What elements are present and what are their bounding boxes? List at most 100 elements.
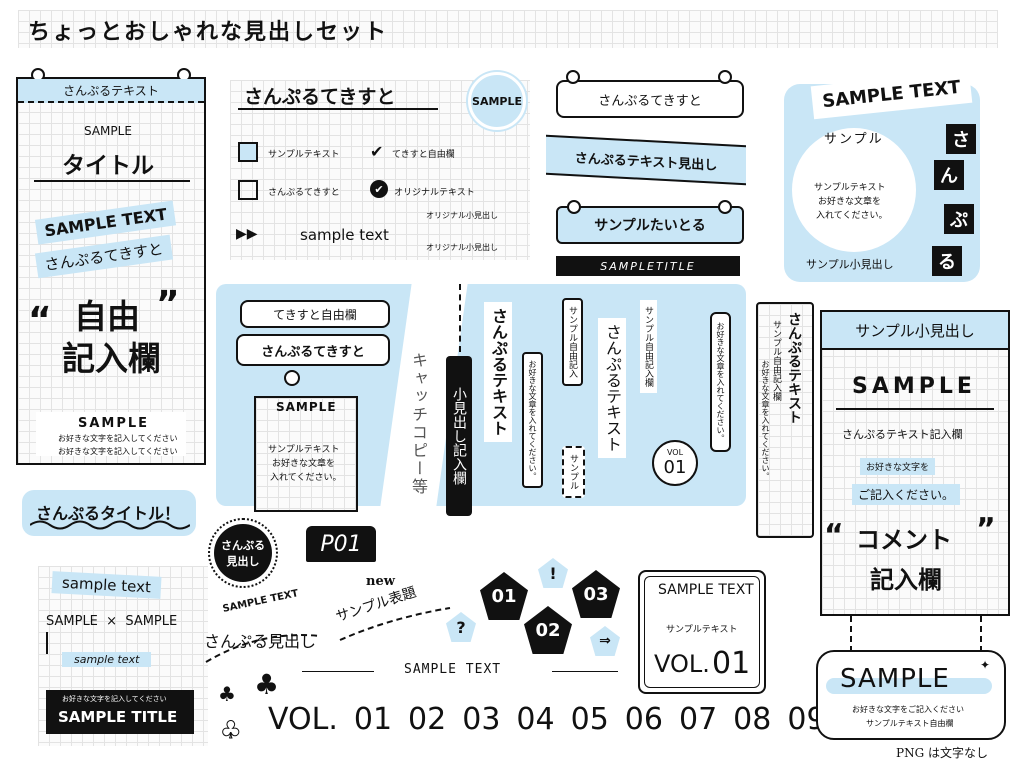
sign-string-1 bbox=[850, 616, 852, 652]
right-top-v-4: る bbox=[932, 246, 962, 276]
right-board-comment: コメント bbox=[856, 526, 952, 554]
right-board-tag-1: お好きな文字を bbox=[860, 458, 936, 475]
vol-row: VOL. 01 02 03 04 05 06 07 08 09 bbox=[268, 702, 826, 737]
check-item-3: さんぷるてきすと bbox=[268, 188, 340, 198]
new-label: new bbox=[366, 574, 395, 589]
v-text-2: さんぷるテキスト bbox=[598, 318, 626, 458]
check-panel-header-line bbox=[238, 108, 438, 110]
hanging-tag: 小見出し記入欄 bbox=[446, 356, 472, 516]
clover-icon-1: ♣ bbox=[218, 682, 236, 706]
left-card-footer bbox=[36, 412, 186, 456]
left-card-quote-close: ” bbox=[156, 284, 180, 325]
bottom-left-title-wave bbox=[30, 520, 190, 530]
excl-icon: ! bbox=[538, 558, 568, 588]
bottom-sample-italic: sample text bbox=[62, 652, 152, 667]
play-arrows-icon: ▶▶ bbox=[236, 226, 258, 242]
left-card-free-1: 自由 bbox=[74, 297, 140, 336]
vol-frame bbox=[638, 570, 766, 694]
vol-row-num-08: 08 bbox=[733, 702, 772, 737]
check-circle-icon: ✔ bbox=[370, 180, 388, 198]
arc-dashes bbox=[205, 607, 451, 663]
bubble-dot bbox=[284, 370, 300, 386]
sign-line-1: お好きな文字をご記入ください bbox=[852, 705, 964, 714]
clover-outline-icon: ♣ bbox=[220, 716, 242, 745]
footer-note: PNG は文字なし bbox=[896, 746, 988, 760]
memo-card bbox=[254, 396, 358, 512]
memo-line-3: 入れてください。 bbox=[270, 473, 342, 483]
ribbon-label: さんぷるテキスト見出し bbox=[546, 134, 746, 186]
right-board-sample: SAMPLE bbox=[852, 374, 976, 399]
left-card-title-line bbox=[34, 180, 190, 182]
check-panel-corner-2: オリジナル小見出し bbox=[426, 243, 498, 252]
circle-badge: さんぷる 見出し bbox=[208, 518, 278, 588]
right-top-circle-line-2: お好きな文章を bbox=[818, 197, 882, 207]
right-vertical-title: さんぷるテキスト bbox=[786, 312, 802, 424]
sign-title: SAMPLE bbox=[840, 664, 950, 694]
book-label: P01 bbox=[306, 526, 376, 562]
sign-line-2: サンプルテキスト自由欄 bbox=[866, 719, 954, 728]
vol-row-num-01: 01 bbox=[353, 702, 393, 737]
vol-frame-sub: サンプルテキスト bbox=[666, 625, 738, 635]
right-board-field: 記入欄 bbox=[870, 566, 942, 594]
center-text: SAMPLE TEXT bbox=[404, 662, 502, 677]
hanging-string bbox=[459, 284, 461, 352]
right-board-sub: さんぷるテキスト記入欄 bbox=[842, 428, 963, 441]
right-top-v-2: ん bbox=[934, 160, 964, 190]
vol-frame-vol: VOL. bbox=[654, 650, 710, 678]
vol-frame-title: SAMPLE TEXT bbox=[658, 582, 754, 598]
bottom-black-title: SAMPLE TITLE bbox=[58, 708, 178, 726]
page-title: ちょっとおしゃれな見出しセット bbox=[28, 20, 389, 45]
left-card-tab: さんぷるテキスト bbox=[18, 79, 204, 103]
check-panel-header: さんぷるてきすと bbox=[244, 86, 396, 108]
vol-row-num-07: 07 bbox=[678, 702, 718, 737]
check-item-1: サンプルテキスト bbox=[268, 150, 340, 160]
check-box-1 bbox=[238, 142, 258, 162]
title-strip bbox=[18, 10, 998, 48]
bubble-2: さんぷるてきすと bbox=[236, 334, 390, 366]
arc-label-big: さんぷる見出し bbox=[204, 632, 317, 651]
v-box-2: サンプル自由記入欄 bbox=[640, 300, 657, 393]
bottom-black-small: お好きな文字を記入してください bbox=[62, 695, 167, 703]
right-vertical-sub: サンプル自由記入欄 bbox=[771, 320, 781, 401]
check-box-2 bbox=[238, 180, 258, 200]
circle-badge-line-2: 見出し bbox=[226, 555, 260, 568]
v-dashed: サンプル bbox=[562, 446, 585, 498]
vol-row-num-05: 05 bbox=[570, 702, 609, 737]
right-top-v-3: ぷ bbox=[944, 204, 974, 234]
left-card-footer-sample: SAMPLE bbox=[78, 416, 150, 431]
vol-circle-num: 01 bbox=[663, 457, 687, 478]
right-top-sub-heading: サンプル小見出し bbox=[806, 258, 894, 271]
check-panel-sample-text: sample text bbox=[300, 226, 389, 244]
check-item-4: オリジナルテキスト bbox=[394, 188, 475, 198]
vol-row-num-03: 03 bbox=[462, 702, 501, 737]
vol-circle: VOL 01 bbox=[652, 440, 698, 486]
bottom-left-title-bg bbox=[22, 490, 196, 536]
bottom-black-box bbox=[46, 690, 194, 734]
vol-row-num-04: 04 bbox=[516, 702, 555, 737]
plate-ring-2 bbox=[718, 70, 732, 84]
memo-title: SAMPLE bbox=[276, 400, 337, 414]
bottom-pin bbox=[46, 632, 48, 654]
v-text-1: さんぷるテキスト bbox=[484, 302, 512, 442]
right-top-circle-line-3: 入れてください。 bbox=[816, 211, 888, 221]
check-panel-badge: SAMPLE bbox=[468, 72, 526, 130]
memo-line-1: サンプルテキスト bbox=[268, 445, 340, 455]
memo-line-2: お好きな文章を bbox=[272, 459, 336, 469]
vol-frame-num: 01 bbox=[712, 646, 751, 681]
vol-row-num-06: 06 bbox=[624, 702, 663, 737]
catch-copy: キャッチコピー等 bbox=[409, 352, 428, 496]
check-mark-icon: ✔ bbox=[370, 142, 384, 161]
stripe-label: SAMPLETITLE bbox=[556, 256, 740, 276]
right-vertical-card bbox=[756, 302, 814, 538]
vol-row-num-02: 02 bbox=[408, 702, 447, 737]
bottom-left-title: さんぷるタイトル！ bbox=[36, 504, 181, 523]
clover-icon-2: ♣ bbox=[254, 668, 280, 701]
center-text-line-right bbox=[552, 671, 618, 672]
v-notes-2: お好きな文章を入れてください。 bbox=[710, 312, 731, 452]
left-card-free-2: 記入欄 bbox=[62, 339, 161, 378]
hanger-ring-1 bbox=[567, 200, 581, 214]
right-board-quote-open: “ bbox=[824, 518, 844, 553]
bubble-1: てきすと自由欄 bbox=[240, 300, 390, 328]
right-board-tag-2: ご記入ください。 bbox=[852, 484, 961, 505]
left-card-sample-small: SAMPLE bbox=[84, 124, 132, 138]
